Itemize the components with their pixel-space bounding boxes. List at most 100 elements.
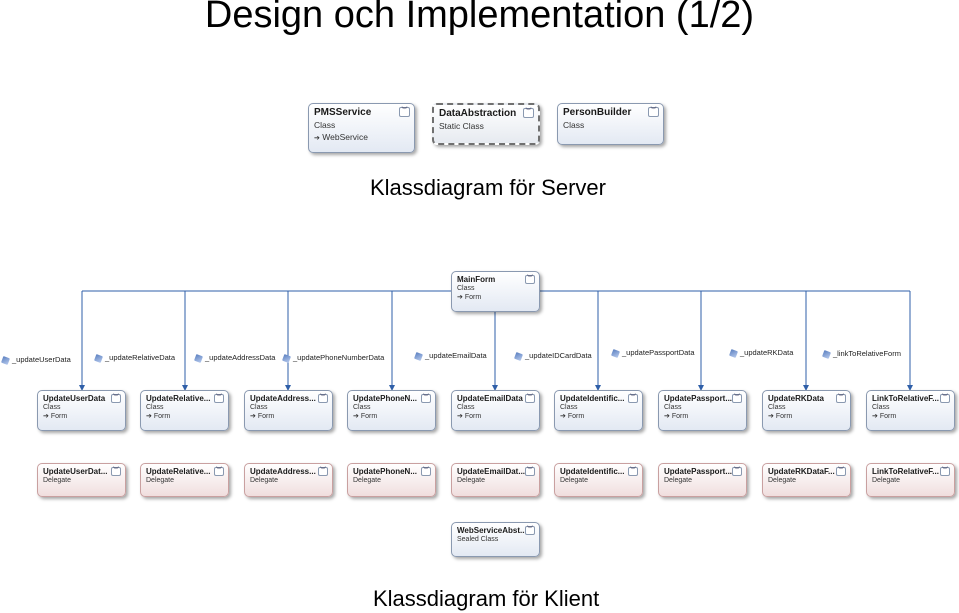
arrow-inherit-icon: ➔ bbox=[314, 135, 320, 142]
delegate-kind: Delegate bbox=[146, 477, 175, 484]
association-icon bbox=[414, 351, 423, 361]
association-icon bbox=[282, 353, 291, 363]
class-name: UpdateEmailData bbox=[457, 394, 523, 403]
class-kind: Sealed Class bbox=[457, 536, 499, 543]
chevron-collapse-icon[interactable]: ︾ bbox=[525, 275, 535, 284]
delegate-name: UpdateIdentific... bbox=[560, 467, 625, 476]
class-box-mainform[interactable]: MainForm Class ➔ Form ︾ bbox=[451, 271, 540, 312]
class-base: ➔ Form bbox=[457, 294, 482, 301]
arrow-inherit-icon: ➔ bbox=[353, 413, 359, 420]
class-base: ➔ WebService bbox=[314, 132, 368, 142]
association-label: _updateUserData bbox=[1, 355, 71, 365]
class-kind: Class bbox=[457, 404, 475, 411]
chevron-collapse-icon[interactable]: ︾ bbox=[836, 467, 846, 476]
chevron-collapse-icon[interactable]: ︾ bbox=[525, 526, 535, 535]
delegate-kind: Delegate bbox=[664, 477, 693, 484]
chevron-collapse-icon[interactable]: ︾ bbox=[628, 394, 638, 403]
class-name: WebServiceAbst... bbox=[457, 526, 527, 535]
association-label: _updateEmailData bbox=[414, 351, 487, 361]
class-name: UpdateAddress... bbox=[250, 394, 316, 403]
chevron-collapse-icon[interactable]: ︾ bbox=[628, 467, 638, 476]
class-name: UpdateUserData bbox=[43, 394, 106, 403]
chevron-collapse-icon[interactable]: ︾ bbox=[523, 108, 534, 118]
association-label: _updatePhoneNumberData bbox=[282, 353, 384, 363]
arrow-inherit-icon: ➔ bbox=[43, 413, 49, 420]
class-name: MainForm bbox=[457, 275, 496, 284]
chevron-collapse-icon[interactable]: ︾ bbox=[421, 394, 431, 403]
class-kind: Class bbox=[43, 404, 61, 411]
association-icon bbox=[1, 355, 10, 365]
chevron-collapse-icon[interactable]: ︾ bbox=[732, 394, 742, 403]
delegate-name: LinkToRelativeF... bbox=[872, 467, 939, 476]
class-base: ➔ Form bbox=[768, 413, 793, 420]
delegate-box[interactable]: UpdateIdentific...Delegate︾ bbox=[554, 463, 643, 497]
chevron-collapse-icon[interactable]: ︾ bbox=[648, 107, 659, 117]
class-box-pmsservice[interactable]: PMSService Class ➔ WebService ︾ bbox=[308, 103, 415, 153]
chevron-collapse-icon[interactable]: ︾ bbox=[525, 394, 535, 403]
chevron-collapse-icon[interactable]: ︾ bbox=[940, 467, 950, 476]
delegate-kind: Delegate bbox=[457, 477, 486, 484]
association-label: _linkToRelativeForm bbox=[822, 349, 901, 359]
association-label: _updateRelativeData bbox=[94, 353, 175, 363]
chevron-collapse-icon[interactable]: ︾ bbox=[318, 394, 328, 403]
delegate-name: UpdatePassport... bbox=[664, 467, 733, 476]
class-box-dataabstraction[interactable]: DataAbstraction Static Class ︾ bbox=[432, 103, 540, 145]
chevron-collapse-icon[interactable]: ︾ bbox=[836, 394, 846, 403]
chevron-collapse-icon[interactable]: ︾ bbox=[940, 394, 950, 403]
chevron-collapse-icon[interactable]: ︾ bbox=[214, 467, 224, 476]
client-diagram-caption: Klassdiagram för Klient bbox=[373, 586, 600, 611]
class-box-form[interactable]: UpdateAddress...Class➔ Form︾ bbox=[244, 390, 333, 431]
delegate-box[interactable]: UpdateRKDataF...Delegate︾ bbox=[762, 463, 851, 497]
chevron-collapse-icon[interactable]: ︾ bbox=[318, 467, 328, 476]
class-name: DataAbstraction bbox=[439, 108, 517, 119]
delegate-box[interactable]: UpdateEmailDat...Delegate︾ bbox=[451, 463, 540, 497]
association-icon bbox=[822, 349, 831, 359]
delegate-kind: Delegate bbox=[43, 477, 72, 484]
association-icon bbox=[194, 353, 203, 363]
class-name: PMSService bbox=[314, 107, 372, 118]
chevron-collapse-icon[interactable]: ︾ bbox=[732, 467, 742, 476]
delegate-box[interactable]: UpdateUserDat...Delegate ︾ bbox=[37, 463, 126, 497]
class-kind: Class bbox=[872, 404, 890, 411]
delegate-name: UpdateUserDat... bbox=[43, 467, 108, 476]
class-box-form[interactable]: UpdateIdentific...Class➔ Form︾ bbox=[554, 390, 643, 431]
class-name: UpdatePhoneN... bbox=[353, 394, 418, 403]
delegate-box[interactable]: UpdatePhoneN...Delegate︾ bbox=[347, 463, 436, 497]
class-box-webserviceabstract[interactable]: WebServiceAbst... Sealed Class ︾ bbox=[451, 522, 540, 557]
association-label: _updateAddressData bbox=[194, 353, 275, 363]
class-name: UpdateRelative... bbox=[146, 394, 211, 403]
arrow-inherit-icon: ➔ bbox=[457, 294, 463, 301]
chevron-collapse-icon[interactable]: ︾ bbox=[525, 467, 535, 476]
class-box-form[interactable]: UpdatePassport...Class➔ Form︾ bbox=[658, 390, 747, 431]
association-icon bbox=[514, 351, 523, 361]
delegate-kind: Delegate bbox=[250, 477, 279, 484]
class-box-form[interactable]: LinkToRelativeF...Class ➔ Form ︾ bbox=[866, 390, 955, 431]
class-base: ➔ Form bbox=[872, 413, 897, 420]
class-name: UpdateIdentific... bbox=[560, 394, 625, 403]
class-kind: Class bbox=[560, 404, 578, 411]
chevron-collapse-icon[interactable]: ︾ bbox=[214, 394, 224, 403]
chevron-collapse-icon[interactable]: ︾ bbox=[399, 107, 410, 117]
chevron-collapse-icon[interactable]: ︾ bbox=[111, 467, 121, 476]
chevron-collapse-icon[interactable]: ︾ bbox=[111, 394, 121, 403]
class-base: ➔ Form bbox=[146, 413, 171, 420]
class-base: ➔ Form bbox=[353, 413, 378, 420]
arrow-inherit-icon: ➔ bbox=[872, 413, 878, 420]
class-kind: Class bbox=[146, 404, 164, 411]
class-kind: Class bbox=[250, 404, 268, 411]
class-box-personbuilder[interactable]: PersonBuilder Class ︾ bbox=[557, 103, 664, 145]
class-box-form[interactable]: UpdateRelative...Class ➔ Form ︾ bbox=[140, 390, 229, 431]
class-kind: Class bbox=[768, 404, 786, 411]
class-name: LinkToRelativeF... bbox=[872, 394, 939, 403]
delegate-box[interactable]: LinkToRelativeF...Delegate︾ bbox=[866, 463, 955, 497]
delegate-box[interactable]: UpdateAddress...Delegate︾ bbox=[244, 463, 333, 497]
class-box-form[interactable]: UpdatePhoneN...Class➔ Form︾ bbox=[347, 390, 436, 431]
arrow-inherit-icon: ➔ bbox=[560, 413, 566, 420]
delegate-box[interactable]: UpdateRelative...Delegate︾ bbox=[140, 463, 229, 497]
chevron-collapse-icon[interactable]: ︾ bbox=[421, 467, 431, 476]
delegate-box[interactable]: UpdatePassport...Delegate ︾ bbox=[658, 463, 747, 497]
class-kind: Class bbox=[664, 404, 682, 411]
